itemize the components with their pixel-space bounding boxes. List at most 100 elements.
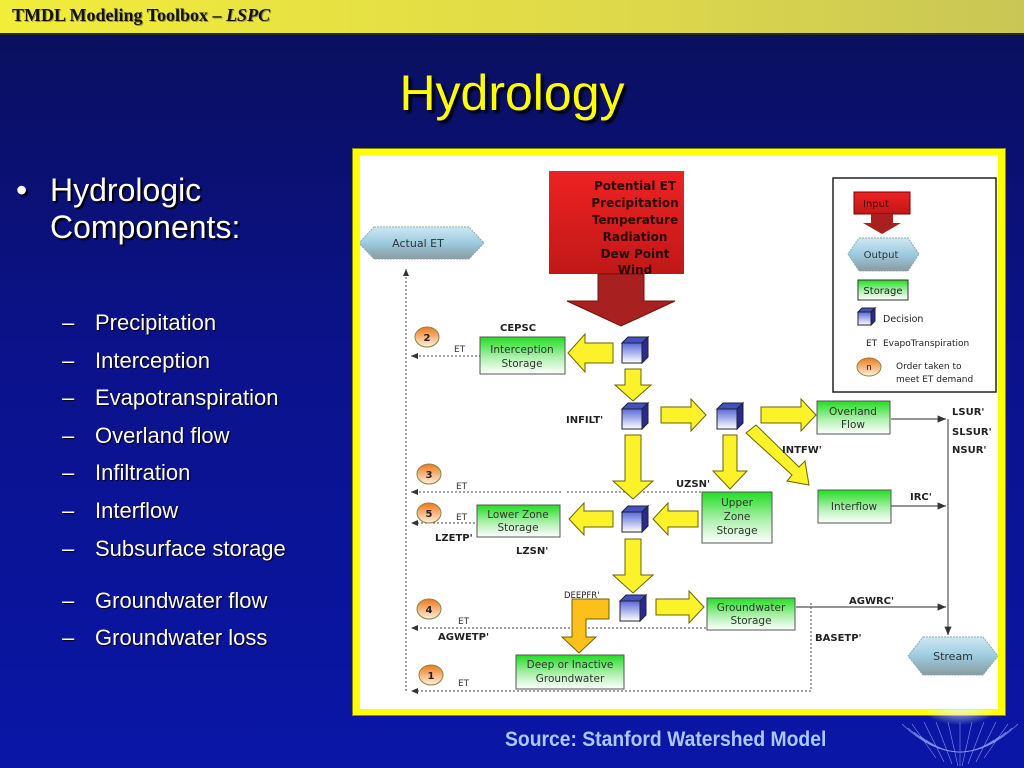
legend-et-abbr: ET [866, 339, 878, 349]
globe-grid-icon [901, 710, 1019, 767]
list-item-label: Interception [95, 347, 210, 373]
slide-title: Hydrology [399, 65, 625, 121]
list-item-label: Precipitation [95, 310, 217, 335]
dash-icon: – [62, 625, 75, 651]
legend-order-line: Order taken to [896, 362, 962, 372]
header-title-prefix: TMDL Modeling Toolbox – [12, 5, 227, 25]
param-lzsn: LZSN' [516, 546, 548, 557]
arrow-to-deep-icon [560, 598, 610, 654]
storage-label: Upper [721, 497, 753, 509]
upper-zone-storage: Upper Zone Storage [701, 491, 773, 544]
param-basetp: BASETP' [815, 633, 862, 644]
order-badge: 3 [416, 463, 442, 485]
decision-cubes [618, 335, 745, 623]
et-label: ET [454, 345, 466, 355]
list-item-label: Infiltration [95, 460, 191, 486]
param-slsur: SLSUR' [952, 427, 992, 438]
arrow-to-interception-icon [567, 332, 614, 374]
actual-et-output: Actual ET [358, 226, 485, 260]
storage-label: Flow [841, 419, 865, 431]
order-badge: 4 [416, 598, 442, 620]
order-badge-number: 1 [428, 671, 435, 682]
dash-icon: – [62, 385, 75, 411]
storage-label: Storage [730, 615, 771, 627]
list-item: –Evapotranspiration [62, 383, 352, 421]
hydrology-diagram: Potential ET Precipitation Temperature R… [358, 171, 999, 694]
param-cepsc: CEPSC [500, 323, 536, 334]
storage-boxes: Interception Storage Overland Flow Inter… [476, 336, 892, 690]
diagram-frame: Potential ET Precipitation Temperature R… [352, 148, 1006, 716]
interflow-storage: Interflow [817, 489, 892, 524]
param-infilt: INFILT' [566, 415, 603, 426]
legend-storage-label: Storage [863, 286, 902, 297]
list-item-label: Overland flow [95, 422, 230, 448]
arrow-down-3-icon [611, 538, 655, 594]
input-down-arrow-icon [566, 273, 676, 327]
list-item-label: Interflow [95, 497, 179, 523]
list-item: –Overland flow [62, 421, 352, 459]
legend-output-shape [847, 237, 920, 272]
param-lsur: LSUR' [952, 407, 984, 418]
order-badges: 2 3 5 4 1 [414, 326, 444, 686]
input-line: Dew Point [601, 247, 670, 261]
param-deepfr: DEEPFR' [564, 591, 600, 601]
list-item: –Interflow [62, 496, 352, 534]
legend-order-line: meet ET demand [896, 375, 973, 385]
stream-hex-shape [907, 636, 999, 676]
arrow-down-2-icon [611, 434, 655, 500]
source-caption: Source: Stanford Watershed Model [505, 728, 827, 751]
dash-icon: – [62, 535, 75, 561]
interception-storage: Interception Storage [479, 336, 566, 375]
deep-groundwater-storage: Deep or Inactive Groundwater [515, 654, 625, 690]
groundwater-storage: Groundwater Storage [706, 597, 796, 631]
decision-cube-icon [620, 504, 650, 534]
input-line: Temperature [592, 213, 678, 227]
storage-label: Groundwater [717, 602, 786, 614]
storage-label: Groundwater [536, 673, 605, 685]
list-item-label: Subsurface storage [95, 535, 286, 561]
order-badge-number: 3 [426, 470, 433, 481]
et-label: ET [456, 482, 468, 492]
bullet-dot-icon: • [16, 172, 28, 208]
dash-icon: – [62, 587, 75, 613]
input-line: Radiation [603, 230, 668, 244]
list-item: –Precipitation [62, 308, 352, 346]
list-item: –Subsurface storage [62, 534, 352, 586]
header-title: TMDL Modeling Toolbox – LSPC [12, 5, 270, 26]
order-badge: 1 [418, 664, 444, 686]
dash-icon: – [62, 310, 75, 335]
arrow-to-gw-icon [655, 589, 705, 625]
stream-label: Stream [933, 650, 973, 663]
storage-label: Zone [724, 511, 751, 523]
et-label: ET [458, 679, 470, 689]
flow-arrows [560, 332, 817, 654]
arrow-from-upper-icon [652, 501, 699, 537]
overland-flow-storage: Overland Flow [816, 400, 891, 435]
diagram-canvas: Potential ET Precipitation Temperature R… [358, 155, 999, 709]
list-item-label: Groundwater loss [95, 625, 268, 651]
legend-storage-swatch [857, 279, 909, 301]
header-bar: TMDL Modeling Toolbox – LSPC [0, 0, 1024, 35]
list-item: –Infiltration [62, 458, 352, 496]
list-item: –Interception [62, 346, 352, 384]
order-badge: 5 [416, 502, 442, 524]
arrow-to-upper-icon [711, 434, 749, 490]
dash-icon: – [62, 347, 75, 373]
param-uzsn: UZSN' [676, 479, 710, 490]
order-badge: 2 [414, 326, 440, 348]
arrow-down-1-icon [613, 368, 653, 402]
param-lzetp: LZETP' [435, 533, 473, 544]
et-flow-lines [403, 269, 812, 694]
storage-label: Interflow [831, 501, 878, 513]
components-list: –Precipitation –Interception –Evapotrans… [62, 308, 352, 661]
stream-output: Stream [907, 636, 999, 676]
storage-label: Overland [829, 406, 877, 418]
decision-cube-icon [620, 335, 650, 365]
lower-zone-storage: Lower Zone Storage [476, 504, 561, 538]
et-label: ET [456, 513, 468, 523]
list-item: –Groundwater loss [62, 623, 352, 661]
list-item: –Groundwater flow [62, 586, 352, 624]
legend-output-label: Output [864, 250, 899, 261]
storage-label: Storage [716, 525, 757, 537]
decision-cube-icon [715, 401, 745, 431]
